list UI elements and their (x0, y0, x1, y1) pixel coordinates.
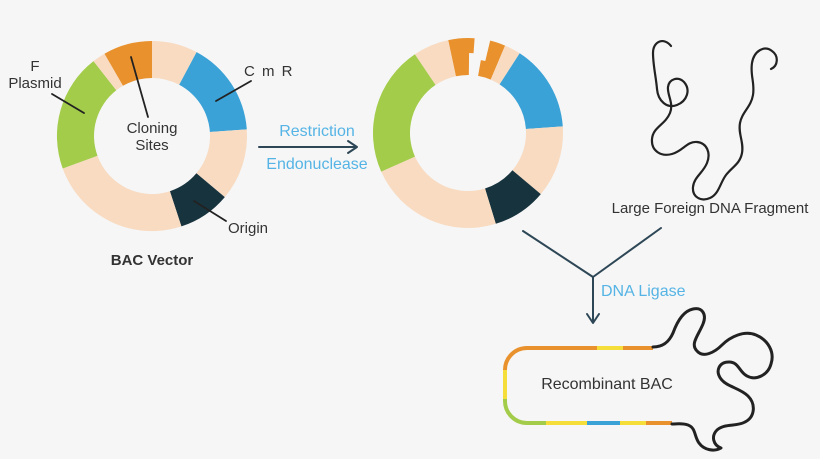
foreign-dna-squiggle (650, 40, 778, 201)
donut-segment-f_plasmid (372, 54, 436, 172)
cut-vector-donut (372, 37, 564, 228)
recomb-insert-squiggle (651, 307, 774, 452)
donut-segment-origin (169, 173, 225, 227)
endonuclease-label: Endonuclease (266, 156, 368, 173)
donut-segment-backbone (381, 156, 496, 228)
recomb-segment-green-bottomleft (503, 399, 546, 425)
donut-segment-f_plasmid (56, 61, 117, 169)
restriction-arrow-head-icon (347, 140, 358, 154)
recombinant-bac-label: Recombinant BAC (541, 376, 673, 393)
donut-segment-backbone (62, 155, 182, 232)
cloning-sites-pointer-line (130, 56, 149, 118)
donut-segment-origin (485, 170, 541, 224)
large-foreign-dna-label: Large Foreign DNA Fragment (611, 200, 809, 217)
donut-segment-backbone (196, 129, 248, 198)
origin-label: Origin (228, 220, 269, 237)
donut-segment-cloning_sites (104, 40, 152, 86)
ligase-arrow-head-icon (586, 313, 600, 324)
restriction-arrow (258, 140, 358, 154)
donut-segment-cmr (499, 53, 563, 129)
f-plasmid-label: F Plasmid (8, 58, 62, 92)
bac-vector-donut (56, 40, 248, 232)
donut-segment-backbone (414, 40, 456, 85)
donut-segment-cloning_sites_cut_left (448, 37, 475, 77)
origin-pointer-line (193, 200, 227, 222)
converge-line-right (592, 227, 662, 278)
pointer-lines (51, 56, 252, 222)
donut-segment-cmr (179, 52, 247, 132)
ligation-converge-arrow (522, 227, 662, 324)
recomb-segment-orange-topleft (503, 346, 597, 371)
cut-notch-right (480, 37, 491, 61)
recombinant-bac-backbone (503, 346, 672, 425)
converge-line-left (522, 230, 594, 278)
cmr-pointer-line (215, 80, 252, 102)
donut-segment-backbone (152, 40, 197, 85)
restriction-label: Restriction (279, 123, 355, 140)
f-plasmid-pointer-line (51, 93, 85, 114)
donut-segment-backbone (512, 126, 564, 195)
bac-vector-title: BAC Vector (110, 252, 194, 269)
cmr-label: C m R (244, 63, 294, 80)
donut-segment-backbone (93, 53, 123, 91)
dna-ligase-label: DNA Ligase (601, 283, 686, 300)
cut-notch-left (468, 53, 475, 78)
donut-segment-backbone (490, 45, 520, 85)
cloning-sites-label: Cloning Sites (126, 120, 178, 154)
